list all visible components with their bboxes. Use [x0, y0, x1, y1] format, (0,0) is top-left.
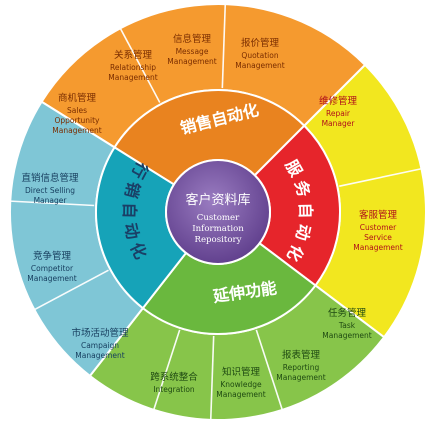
module-task: 任务管理 Task Management	[322, 307, 371, 340]
module-cn: 直销信息管理	[21, 172, 79, 184]
inner-label-service-char: 动	[292, 222, 314, 242]
center-subtitle-2: Information	[192, 224, 244, 234]
center-subtitle-3: Repository	[195, 235, 242, 245]
module-relationship: 关系管理 Relationship Management	[108, 49, 157, 82]
module-en: Service	[364, 233, 392, 242]
inner-label-marketing: 行 销 自 动 化	[120, 158, 153, 262]
module-divider	[10, 200, 95, 207]
module-divider	[255, 329, 284, 411]
module-en: Management	[75, 351, 124, 360]
module-en: Management	[353, 243, 402, 252]
module-divider	[339, 167, 422, 188]
module-cn: 市场活动管理	[71, 327, 129, 339]
module-cn: 客服管理	[359, 209, 398, 221]
inner-label-service-char: 自	[296, 202, 315, 218]
module-divider	[119, 27, 161, 103]
module-direct-selling: 直销信息管理 Direct Selling Manager	[21, 172, 79, 205]
module-cn: 知识管理	[222, 366, 261, 378]
module-en: Quotation	[241, 51, 278, 60]
module-cn: 关系管理	[114, 49, 153, 61]
module-message: 信息管理 Message Management	[167, 33, 216, 66]
module-en: Manager	[34, 196, 68, 205]
module-divider	[152, 329, 181, 411]
module-customer-service: 客服管理 Customer Service Management	[353, 209, 402, 252]
inner-label-marketing-char: 销	[121, 180, 143, 200]
center-circle	[165, 159, 271, 265]
module-en: Management	[276, 373, 325, 382]
module-en: Management	[27, 274, 76, 283]
module-en: Task	[338, 321, 356, 330]
module-en: Integration	[153, 385, 195, 394]
module-en: Message	[176, 47, 209, 56]
module-en: Management	[216, 390, 265, 399]
module-competitor: 竞争管理 Competitor Management	[27, 250, 76, 283]
module-cn: 报表管理	[282, 349, 321, 361]
module-cn: 报价管理	[241, 37, 280, 49]
module-en: Sales	[67, 106, 87, 115]
module-dividers	[10, 4, 422, 420]
module-knowledge: 知识管理 Knowledge Management	[216, 366, 265, 399]
module-en: Management	[52, 126, 101, 135]
module-reporting: 报表管理 Reporting Management	[276, 349, 325, 382]
module-sales-opportunity: 商机管理 Sales Opportunity Management	[52, 92, 101, 135]
module-en: Management	[108, 73, 157, 82]
module-en: Campaign	[81, 341, 119, 350]
center-subtitle-1: Customer	[197, 213, 240, 223]
module-divider	[33, 269, 109, 311]
module-cn: 任务管理	[328, 307, 367, 319]
module-campaign: 市场活动管理 Campaign Management	[71, 327, 129, 360]
module-en: Manager	[322, 119, 356, 128]
module-integration: 跨系统整合 Integration	[150, 371, 198, 394]
module-divider	[209, 335, 215, 420]
module-cn: 维修管理	[319, 95, 358, 107]
module-en: Management	[167, 57, 216, 66]
module-divider	[221, 4, 227, 89]
module-cn: 竞争管理	[33, 250, 72, 262]
inner-label-service-char: 化	[283, 242, 307, 265]
outer-ring	[9, 3, 427, 421]
module-en: Customer	[360, 223, 397, 232]
inner-label-marketing-char: 动	[121, 221, 143, 241]
inner-label-marketing-char: 自	[120, 202, 139, 218]
module-en: Knowledge	[220, 380, 262, 389]
inner-label-service-char: 务	[291, 178, 314, 199]
module-en: Competitor	[31, 264, 74, 273]
module-cn: 信息管理	[173, 33, 212, 45]
module-quotation: 报价管理 Quotation Management	[235, 37, 284, 70]
inner-label-marketing-char: 化	[126, 239, 150, 262]
module-en: Direct Selling	[25, 186, 75, 195]
module-cn: 商机管理	[58, 92, 97, 104]
module-en: Management	[235, 61, 284, 70]
module-repair: 维修管理 Repair Manager	[319, 95, 358, 128]
module-en: Repair	[326, 109, 351, 118]
module-en: Management	[322, 331, 371, 340]
module-cn: 跨系统整合	[150, 371, 198, 383]
module-en: Opportunity	[54, 116, 100, 125]
module-en: Reporting	[283, 363, 320, 372]
module-en: Relationship	[110, 63, 156, 72]
center-title: 客户资料库	[185, 192, 250, 208]
inner-label-marketing-char: 行	[128, 158, 153, 182]
